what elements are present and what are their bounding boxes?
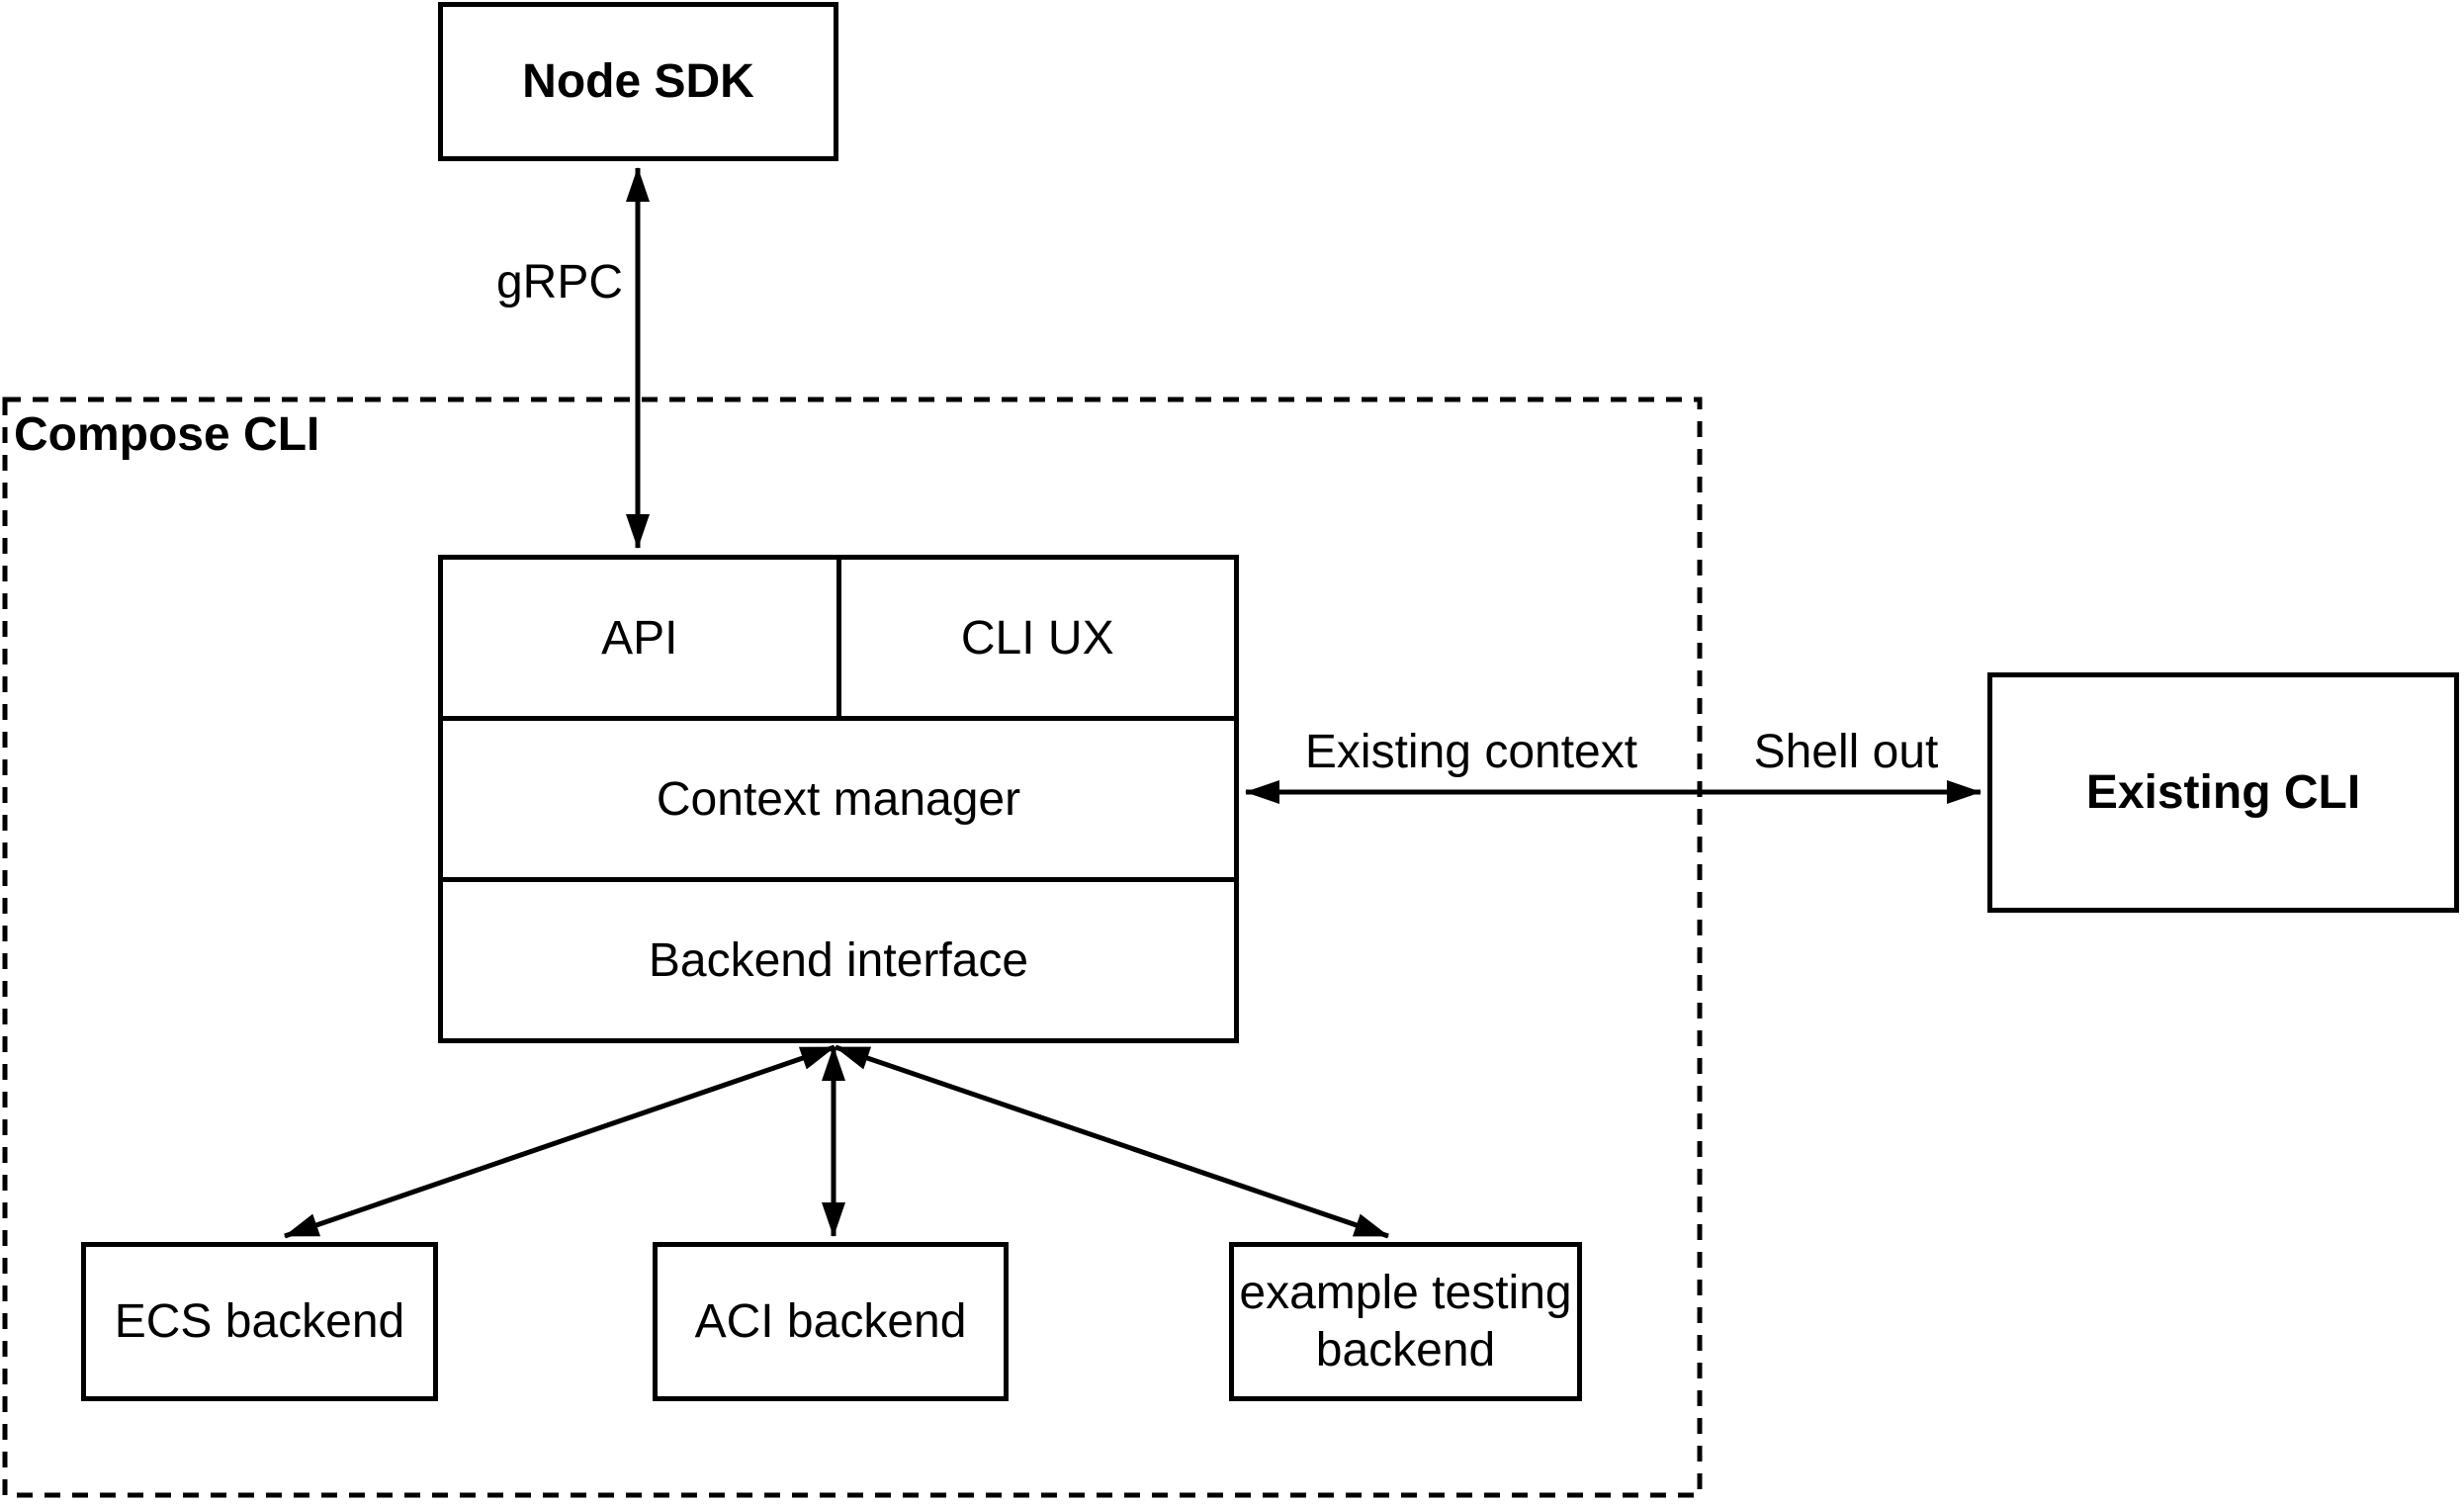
ecs-backend-label: ECS backend — [114, 1294, 405, 1348]
context-manager-row: Context manager — [443, 716, 1234, 877]
api-cliux-row: API CLI UX — [443, 560, 1234, 716]
shell-out-edge-label: Shell out — [1753, 726, 1939, 778]
cli-ux-label: CLI UX — [960, 611, 1114, 665]
example-testing-backend-label: example testing backend — [1239, 1266, 1572, 1376]
backend-to-ecs-arrow — [284, 1044, 836, 1239]
aci-backend-label: ACI backend — [694, 1294, 967, 1348]
compose-cli-label: Compose CLI — [14, 408, 320, 461]
backend-interface-box: Backend interface — [443, 882, 1234, 1038]
api-box: API — [443, 560, 836, 716]
grpc-edge-label: gRPC — [495, 256, 623, 309]
api-label: API — [601, 611, 678, 665]
aci-backend-box: ACI backend — [653, 1242, 1009, 1401]
context-manager-label: Context manager — [656, 772, 1021, 826]
example-testing-backend-box: example testing backend — [1229, 1242, 1582, 1401]
cli-ux-box: CLI UX — [836, 560, 1235, 716]
backend-interface-label: Backend interface — [648, 933, 1029, 987]
existing-cli-label: Existing CLI — [2085, 765, 2361, 819]
ecs-backend-box: ECS backend — [81, 1242, 438, 1401]
context-manager-box: Context manager — [443, 721, 1234, 877]
backend-to-example-arrow — [835, 1044, 1389, 1239]
existing-context-edge-label: Existing context — [1304, 726, 1638, 778]
node-sdk-box: Node SDK — [438, 2, 838, 161]
node-sdk-label: Node SDK — [522, 54, 754, 108]
backend-interface-row: Backend interface — [443, 877, 1234, 1038]
compose-cli-core-box: API CLI UX Context manager Backend inter… — [438, 555, 1239, 1043]
existing-cli-box: Existing CLI — [1987, 672, 2459, 913]
